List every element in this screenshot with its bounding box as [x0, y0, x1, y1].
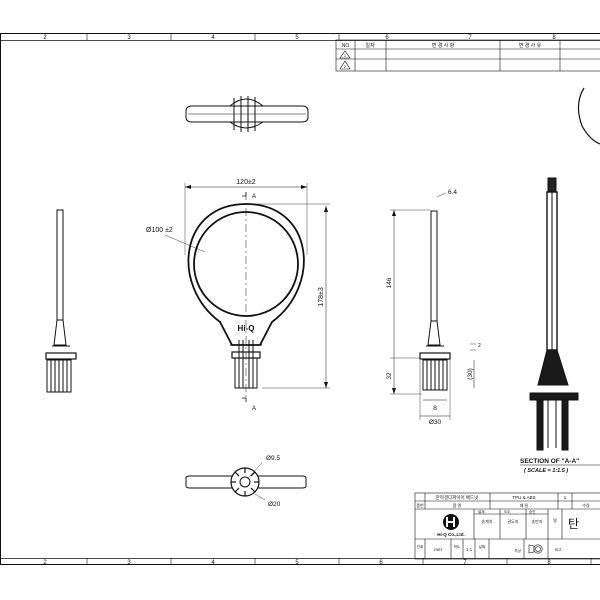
tb-col-one: 1 [564, 495, 567, 500]
bottom-zone-numbers: 2 3 4 5 6 7 8 [43, 560, 551, 566]
front-view-labels: 120±2 Ø100 ±2 178±3 A A Hi-Q [146, 179, 325, 412]
tb-designer: 송계차 [481, 518, 492, 524]
revision-table [335, 39, 600, 72]
side-width-dim: 8 [433, 405, 437, 412]
side-thickness-dim: 6.4 [448, 189, 457, 196]
tb-part-label: 품번 [416, 502, 424, 508]
tb-drawing-name: 탄 [568, 517, 579, 531]
side-base-dia-dim: Ø30 [429, 419, 442, 426]
tb-approver: 송만자 [531, 518, 542, 524]
tb-drafter-label: 도도 [504, 510, 511, 514]
top-zone-numbers: 2 3 4 5 6 7 8 [43, 35, 556, 41]
zone-bottom-3: 3 [127, 560, 131, 566]
section-scale: ( SCALE = 1:1.5 ) [524, 468, 568, 474]
section-mark-bottom: A [252, 406, 256, 412]
zone-top-8: 8 [552, 35, 556, 41]
tb-unit: mm [434, 547, 442, 552]
front-logo-text: Hi-Q [238, 324, 255, 333]
rev-header-reason: 변 경 사 유 [519, 42, 542, 49]
section-view-labels: SECTION OF "A-A" ( SCALE = 1:1.5 ) [520, 458, 600, 474]
zone-top-6: 6 [385, 35, 389, 41]
zone-bottom-6: 6 [379, 560, 383, 566]
tb-material-label: 재 질 [520, 502, 529, 508]
section-title: SECTION OF "A-A" [520, 458, 579, 465]
bottom-dia-large: Ø20 [268, 501, 281, 508]
hiq-logo [443, 514, 459, 530]
rev-row-1: 1 [344, 53, 347, 58]
zone-top-3: 3 [127, 35, 131, 41]
tb-company: Hi-Q Co.,Ltd. [437, 532, 465, 537]
tb-note-label: 비고 [555, 547, 562, 552]
tb-name-label: 품 명 [453, 502, 462, 508]
left-side-view [45, 209, 77, 393]
tb-projection-label: 투상 [515, 548, 522, 553]
bottom-view [185, 462, 307, 501]
section-mark-top: A [252, 194, 256, 200]
zone-bottom-5: 5 [295, 560, 299, 566]
section-view [529, 87, 600, 451]
zone-top-2: 2 [43, 35, 47, 41]
tb-approver-label: 승인 [529, 509, 535, 514]
right-side-labels: 6.4 146 32 (30) 2 8 Ø30 [386, 189, 481, 426]
front-height-dim: 178±3 [318, 287, 325, 307]
side-small-dim: 2 [478, 343, 481, 349]
tb-designer-label: 설계 [478, 509, 484, 514]
side-neck-dim: 32 [386, 372, 393, 380]
title-block [414, 492, 600, 560]
zone-bottom-7: 7 [463, 560, 467, 566]
rev-row-2: 2 [344, 64, 347, 69]
tb-unit-label: 단위 [417, 544, 423, 549]
tb-scale-label: 척도 [454, 544, 461, 549]
tb-drafter: 권도지 [507, 518, 518, 524]
zone-top-5: 5 [295, 35, 299, 41]
side-length-dim: 146 [386, 277, 393, 288]
tb-material: TPU & ABS [512, 495, 535, 500]
bottom-dia-small: Ø9.5 [266, 455, 280, 462]
zone-top-4: 4 [211, 35, 215, 41]
rev-header-date: 일자 [365, 42, 375, 49]
tb-title-text: 한혁결디파이어 배드넛 [436, 494, 479, 501]
rev-header-no: NO [342, 43, 350, 49]
top-view [185, 96, 309, 132]
zone-bottom-8: 8 [547, 560, 551, 566]
tb-quantity-label: 수량 [582, 502, 590, 508]
front-diameter-dim: Ø100 ±2 [146, 227, 173, 234]
front-view [164, 183, 330, 402]
rev-header-change: 변 경 사 항 [432, 42, 455, 49]
tb-date-label: 날짜 [479, 544, 486, 549]
bottom-view-labels: Ø9.5 Ø20 [266, 455, 281, 508]
sheet-frame [0, 33, 600, 565]
zone-bottom-2: 2 [43, 560, 47, 566]
tb-scale: 1:1 [466, 547, 473, 552]
tb-item-label: 명 [553, 517, 557, 523]
right-side-view [390, 192, 476, 420]
front-width-dim: 120±2 [236, 179, 256, 186]
zone-top-7: 7 [468, 35, 472, 41]
revision-table-text: NO 일자 변 경 사 항 변 경 사 유 1 2 [342, 42, 542, 69]
zone-bottom-4: 4 [211, 560, 215, 566]
side-ref-dim: (30) [467, 368, 474, 380]
title-block-text: 한혁결디파이어 배드넛 TPU & ABS 1 품번 품 명 재 질 수량 설계… [416, 494, 590, 553]
